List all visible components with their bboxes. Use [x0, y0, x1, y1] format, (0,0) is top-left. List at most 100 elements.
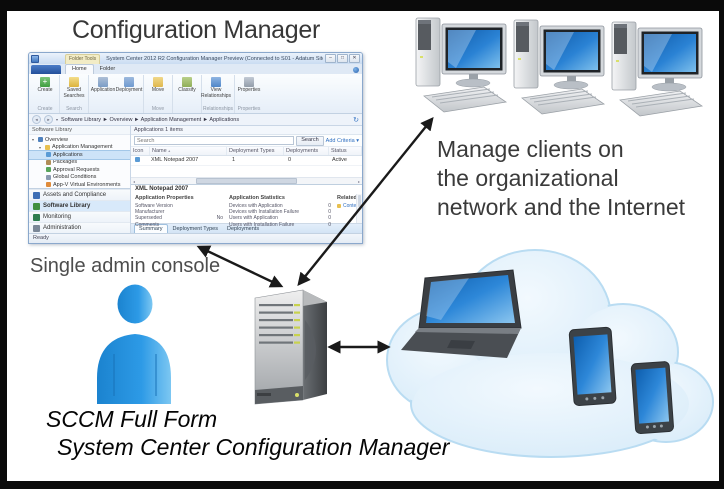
row-deployment-types: 1: [232, 157, 236, 164]
applications-icon: [46, 152, 51, 158]
tree-item-packages[interactable]: Packages: [29, 159, 130, 167]
smartphone-icon: [630, 361, 674, 434]
internet-cloud-icon: [386, 249, 714, 458]
deployment-icon: [124, 77, 134, 87]
tab-deployments[interactable]: Deployments: [226, 226, 260, 232]
table-row[interactable]: XML Notepad 2007 1 0 Active: [131, 156, 362, 166]
application-properties-section: Application Properties Software Version …: [135, 195, 223, 228]
client-computers-icon: [415, 17, 703, 117]
tab-summary[interactable]: Summary: [134, 224, 168, 233]
scroll-left-icon[interactable]: ◂: [132, 178, 135, 184]
classify-icon: [182, 77, 192, 87]
column-icon[interactable]: Icon: [131, 147, 150, 155]
content-status-link[interactable]: Content Status: [337, 203, 362, 209]
move-icon: [153, 77, 163, 87]
saved-searches-icon: [69, 77, 79, 87]
tree-item-global-conditions[interactable]: Global Conditions: [29, 174, 130, 182]
tree-item-applications[interactable]: Applications: [29, 150, 130, 160]
search-input[interactable]: [134, 136, 295, 145]
create-icon: +: [40, 77, 50, 87]
tree-item-overview[interactable]: ▾ Overview: [32, 136, 68, 143]
tab-home[interactable]: Home: [65, 64, 94, 74]
console-titlebar: Folder Tools System Center 2012 R2 Confi…: [29, 53, 362, 64]
results-pane: Applications 1 items Search Add Criteria…: [131, 126, 362, 233]
saved-searches-button[interactable]: Saved Searches: [61, 75, 87, 106]
search-button[interactable]: Search: [296, 135, 324, 146]
detail-tabs: Summary Deployment Types Deployments: [131, 223, 362, 233]
move-button[interactable]: Move: [145, 75, 171, 106]
status-bar: Ready: [29, 233, 362, 243]
ribbon-tabs: Home Folder: [29, 64, 362, 74]
smartphone-icon: [568, 326, 617, 406]
scroll-right-icon[interactable]: ▸: [357, 178, 360, 184]
help-icon[interactable]: [353, 67, 359, 73]
properties-icon: [244, 77, 255, 87]
laptop-icon: [401, 269, 522, 358]
view-relationships-button[interactable]: View Relationships: [201, 75, 231, 106]
sort-icon: ▴: [168, 148, 171, 153]
admin-console-label: Single admin console: [30, 255, 221, 277]
application-button[interactable]: Application: [90, 75, 116, 106]
manage-clients-text: Manage clients on the organizational net…: [437, 136, 686, 220]
column-status[interactable]: Status: [329, 147, 362, 155]
column-name[interactable]: Name ▴: [150, 147, 227, 155]
monitoring-icon: [33, 213, 40, 221]
row-deployments: 0: [288, 157, 292, 164]
vertical-scrollbar[interactable]: [356, 194, 362, 223]
list-caption: Applications 1 items: [131, 126, 362, 135]
detail-title: XML Notepad 2007: [135, 186, 189, 192]
detail-pane: XML Notepad 2007 Application Properties …: [131, 184, 362, 233]
application-menu-button[interactable]: [31, 65, 61, 74]
configuration-manager-console-window: Folder Tools System Center 2012 R2 Confi…: [28, 52, 363, 244]
view-relationships-icon: [211, 77, 221, 87]
nav-pane-header: Software Library: [29, 126, 130, 135]
workspace-administration[interactable]: Administration: [29, 222, 130, 233]
minimize-button[interactable]: –: [325, 54, 336, 63]
maximize-button[interactable]: □: [337, 54, 348, 63]
breadcrumb[interactable]: Software Library ► Overview ► Applicatio…: [61, 116, 240, 123]
add-criteria-link[interactable]: Add Criteria ▾: [325, 137, 359, 144]
workspace-assets-and-compliance[interactable]: Assets and Compliance: [29, 189, 130, 200]
refresh-icon[interactable]: ↻: [353, 116, 359, 124]
column-deployment-types[interactable]: Deployment Types: [227, 147, 284, 155]
folder-icon: [45, 144, 50, 150]
overview-icon: [38, 137, 43, 143]
window-title: System Center 2012 R2 Configuration Mana…: [106, 55, 323, 62]
assets-and-compliance-icon: [33, 191, 40, 199]
classify-button[interactable]: Classify: [174, 75, 200, 106]
chevron-down-icon[interactable]: ▾: [56, 117, 59, 122]
tab-folder[interactable]: Folder: [99, 66, 116, 72]
application-statistics-section: Application Statistics Devices with Appl…: [229, 195, 331, 228]
back-icon[interactable]: ◂: [32, 115, 41, 124]
deployment-button[interactable]: Deployment: [116, 75, 142, 106]
create-button[interactable]: + Create: [37, 77, 53, 93]
photo-frame-right: [719, 0, 724, 489]
scrollbar-thumb[interactable]: [358, 195, 361, 207]
forward-icon[interactable]: ▸: [44, 115, 53, 124]
workspace-software-library[interactable]: Software Library: [29, 200, 130, 211]
diagram-title: Configuration Manager: [71, 16, 321, 44]
approval-requests-icon: [46, 167, 51, 173]
ribbon: + Create Create Saved Searches Search: [29, 74, 362, 114]
scrollbar-thumb[interactable]: [196, 178, 297, 184]
horizontal-scrollbar[interactable]: ◂ ▸: [131, 177, 362, 184]
tree-item-approval-requests[interactable]: Approval Requests: [29, 166, 130, 174]
tree-item-appv-environments[interactable]: App-V Virtual Environments: [29, 181, 130, 188]
admin-person-icon: [97, 284, 171, 404]
tree-item-application-management[interactable]: ▾ Application Management: [39, 144, 113, 151]
row-name: XML Notepad 2007: [151, 157, 199, 164]
properties-button[interactable]: Properties: [236, 75, 262, 106]
tab-deployment-types[interactable]: Deployment Types: [172, 226, 218, 232]
navigation-pane: Software Library ▾ Overview ▾ Applicatio…: [29, 126, 131, 233]
workspace-monitoring[interactable]: Monitoring: [29, 211, 130, 222]
photo-frame-left: [0, 0, 7, 489]
folder-tools-contextual-tab[interactable]: Folder Tools: [65, 53, 101, 64]
column-deployments[interactable]: Deployments: [284, 147, 329, 155]
search-bar: Search Add Criteria ▾: [131, 135, 362, 147]
software-library-icon: [33, 202, 40, 210]
close-button[interactable]: ✕: [349, 54, 360, 63]
sccm-expansion-label: System Center Configuration Manager: [57, 434, 450, 460]
related-objects-section: Related Objects Content Status: [337, 195, 362, 209]
breadcrumb-bar: ◂ ▸ ▾ Software Library ► Overview ► Appl…: [29, 114, 362, 126]
